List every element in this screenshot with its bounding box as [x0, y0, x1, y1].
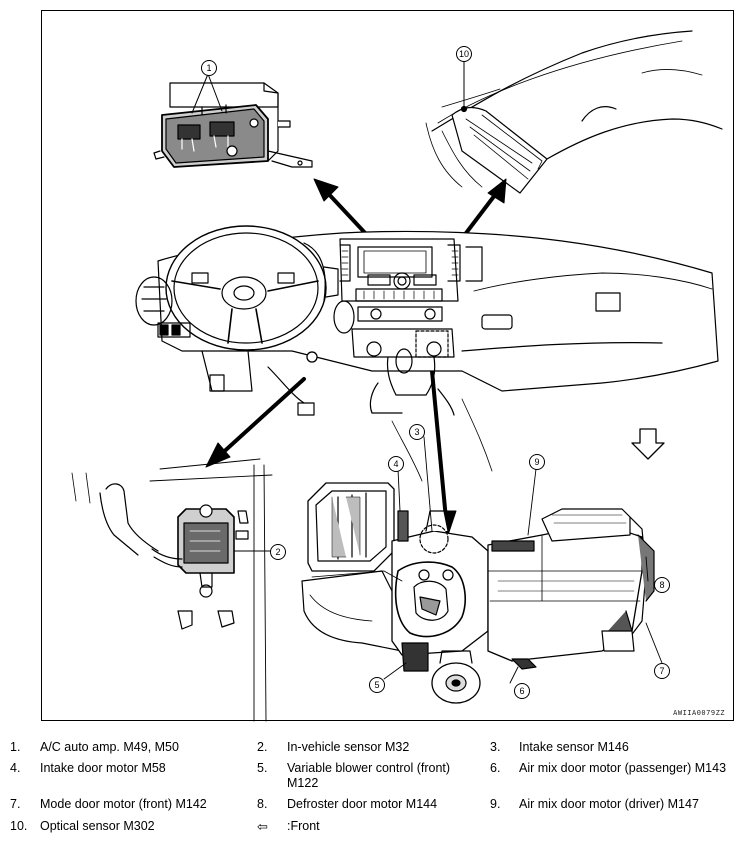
- front-symbol-icon: ⇦: [257, 819, 268, 834]
- front-label: :Front: [287, 819, 320, 833]
- component-location-figure: 1 2 3 4 5 6 7 8 9 10 AWIIA0079ZZ: [41, 10, 734, 722]
- figure-code: AWIIA0079ZZ: [673, 709, 725, 717]
- front-arrow-icon: [631, 428, 665, 460]
- marker-circle: [306, 351, 318, 363]
- line-drawing: [71, 30, 723, 722]
- callout-4: 4: [388, 456, 404, 472]
- callout-10: 10: [456, 46, 472, 62]
- legend: 1. A/C auto amp. M49, M50 2. In-vehicle …: [10, 740, 727, 834]
- callout-leaders: [263, 436, 663, 684]
- hvac-unit-drawing: [301, 482, 655, 704]
- callout-1: 1: [201, 60, 217, 76]
- dashboard-drawing: [135, 225, 719, 482]
- callout-7: 7: [654, 663, 670, 679]
- callout-2: 2: [270, 544, 286, 560]
- callout-5: 5: [369, 677, 385, 693]
- callout-9: 9: [529, 454, 545, 470]
- optical-sensor-drawing: [425, 30, 723, 194]
- ac-auto-amp-drawing: [153, 73, 313, 168]
- callout-6: 6: [514, 683, 530, 699]
- callout-3: 3: [409, 424, 425, 440]
- in-vehicle-sensor-drawing: [71, 458, 273, 722]
- callout-8: 8: [654, 577, 670, 593]
